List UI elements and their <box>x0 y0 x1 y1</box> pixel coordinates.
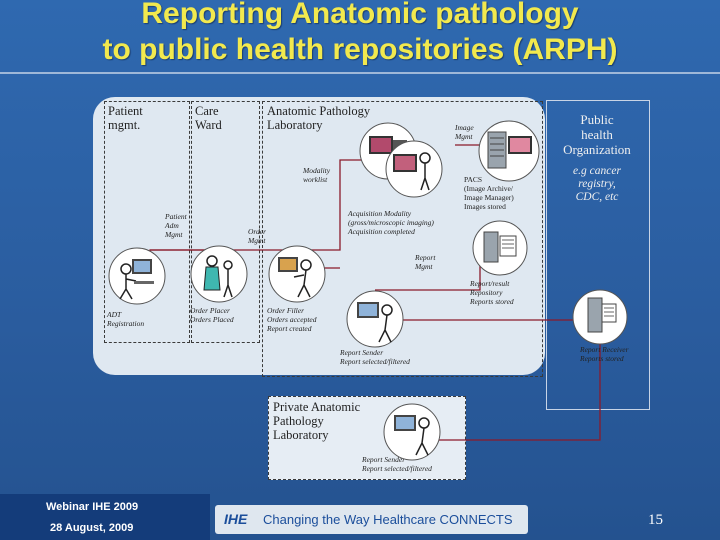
report-sender-label: Report Sender Report selected/filtered <box>340 348 410 366</box>
report-receiver-label: Report Receiver Reports stored <box>580 345 629 363</box>
page-number: 15 <box>648 512 663 528</box>
order-mgmt-label: Order Mgmt <box>248 227 267 245</box>
private-lab-label: Private Anatomic Pathology Laboratory <box>273 400 361 442</box>
report-receiver-icon <box>572 289 628 345</box>
acquisition-label: Acquisition Modality (gross/microscopic … <box>348 209 434 236</box>
ihe-banner: IHE Changing the Way Healthcare CONNECTS <box>215 505 528 534</box>
order-placer-icon <box>190 245 248 303</box>
patient-adm-label: Patient Adm Mgmt <box>165 212 187 239</box>
report-mgmt-label: Report Mgmt <box>415 253 436 271</box>
ihe-slogan: Changing the Way Healthcare CONNECTS <box>263 512 513 527</box>
adt-workstation-icon <box>108 247 166 305</box>
hospital-panel <box>93 97 545 375</box>
slide-title: Reporting Anatomic pathology to public h… <box>0 0 720 68</box>
title-rule <box>0 72 720 74</box>
flow-line-private <box>402 325 601 441</box>
care-ward-label: Care Ward <box>195 104 222 132</box>
private-report-sender-label: Report Sender Report selected/filtered <box>362 455 432 473</box>
report-repository-label: Report/result Repository Reports stored <box>470 279 514 306</box>
lab-label: Anatomic Pathology Laboratory <box>267 104 371 132</box>
public-health-title: Public health Organization <box>563 112 631 157</box>
webinar-label: Webinar IHE 2009 <box>46 501 139 513</box>
public-health-box <box>546 100 650 410</box>
report-sender-icon <box>346 290 404 348</box>
private-report-sender-icon <box>383 403 441 461</box>
report-repository-icon <box>472 220 528 276</box>
pacs-icon <box>478 120 540 182</box>
title-line-1: Reporting Anatomic pathology <box>141 0 579 30</box>
order-filler-icon <box>268 245 326 303</box>
lab-box <box>262 101 543 377</box>
order-placer-label: Order Placer Orders Placed <box>190 306 234 324</box>
care-ward-box <box>191 101 260 343</box>
patient-mgmt-box <box>104 101 190 343</box>
adt-label: ADT Registration <box>107 310 145 328</box>
modality-worklist-label: Modality worklist <box>303 166 331 184</box>
patient-mgmt-label: Patient mgmt. <box>108 104 143 132</box>
pacs-label: PACS (Image Archive/ Image Manager) Imag… <box>464 175 514 211</box>
modality-icon-2 <box>385 140 443 198</box>
webinar-date: 28 August, 2009 <box>50 522 134 534</box>
public-health-subtitle: e.g cancer registry, CDC, etc <box>573 165 621 203</box>
order-filler-label: Order Filler Orders accepted Report crea… <box>267 306 317 333</box>
title-line-2: to public health repositories (ARPH) <box>102 33 618 66</box>
ihe-logo: IHE <box>224 511 248 527</box>
image-mgmt-label: Image Mgmt <box>455 123 474 141</box>
footer-panel: Webinar IHE 2009 28 August, 2009 <box>0 494 210 540</box>
